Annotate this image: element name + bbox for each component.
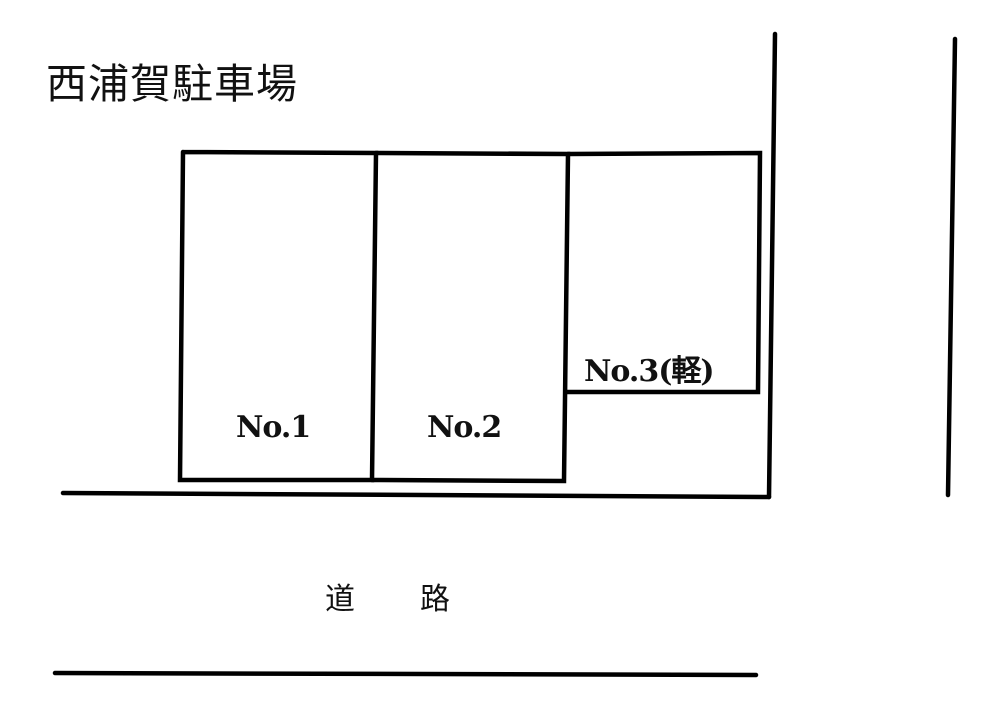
page-title: 西浦賀駐車場 <box>46 60 298 108</box>
space-no3-outline <box>563 150 763 395</box>
far-right-line <box>945 36 958 498</box>
road-far-edge-line <box>52 670 759 678</box>
road-label-char2: 路 <box>420 582 450 617</box>
space-label-no2: No.2 <box>427 410 502 445</box>
road-label-char1: 道 <box>325 582 355 617</box>
space-no2-outline <box>369 150 571 484</box>
space-label-no1: No.1 <box>236 410 311 445</box>
space-label-no3: No.3(軽) <box>584 354 715 389</box>
lot-front-boundary-line <box>60 490 772 500</box>
lot-right-boundary-line <box>766 31 778 500</box>
